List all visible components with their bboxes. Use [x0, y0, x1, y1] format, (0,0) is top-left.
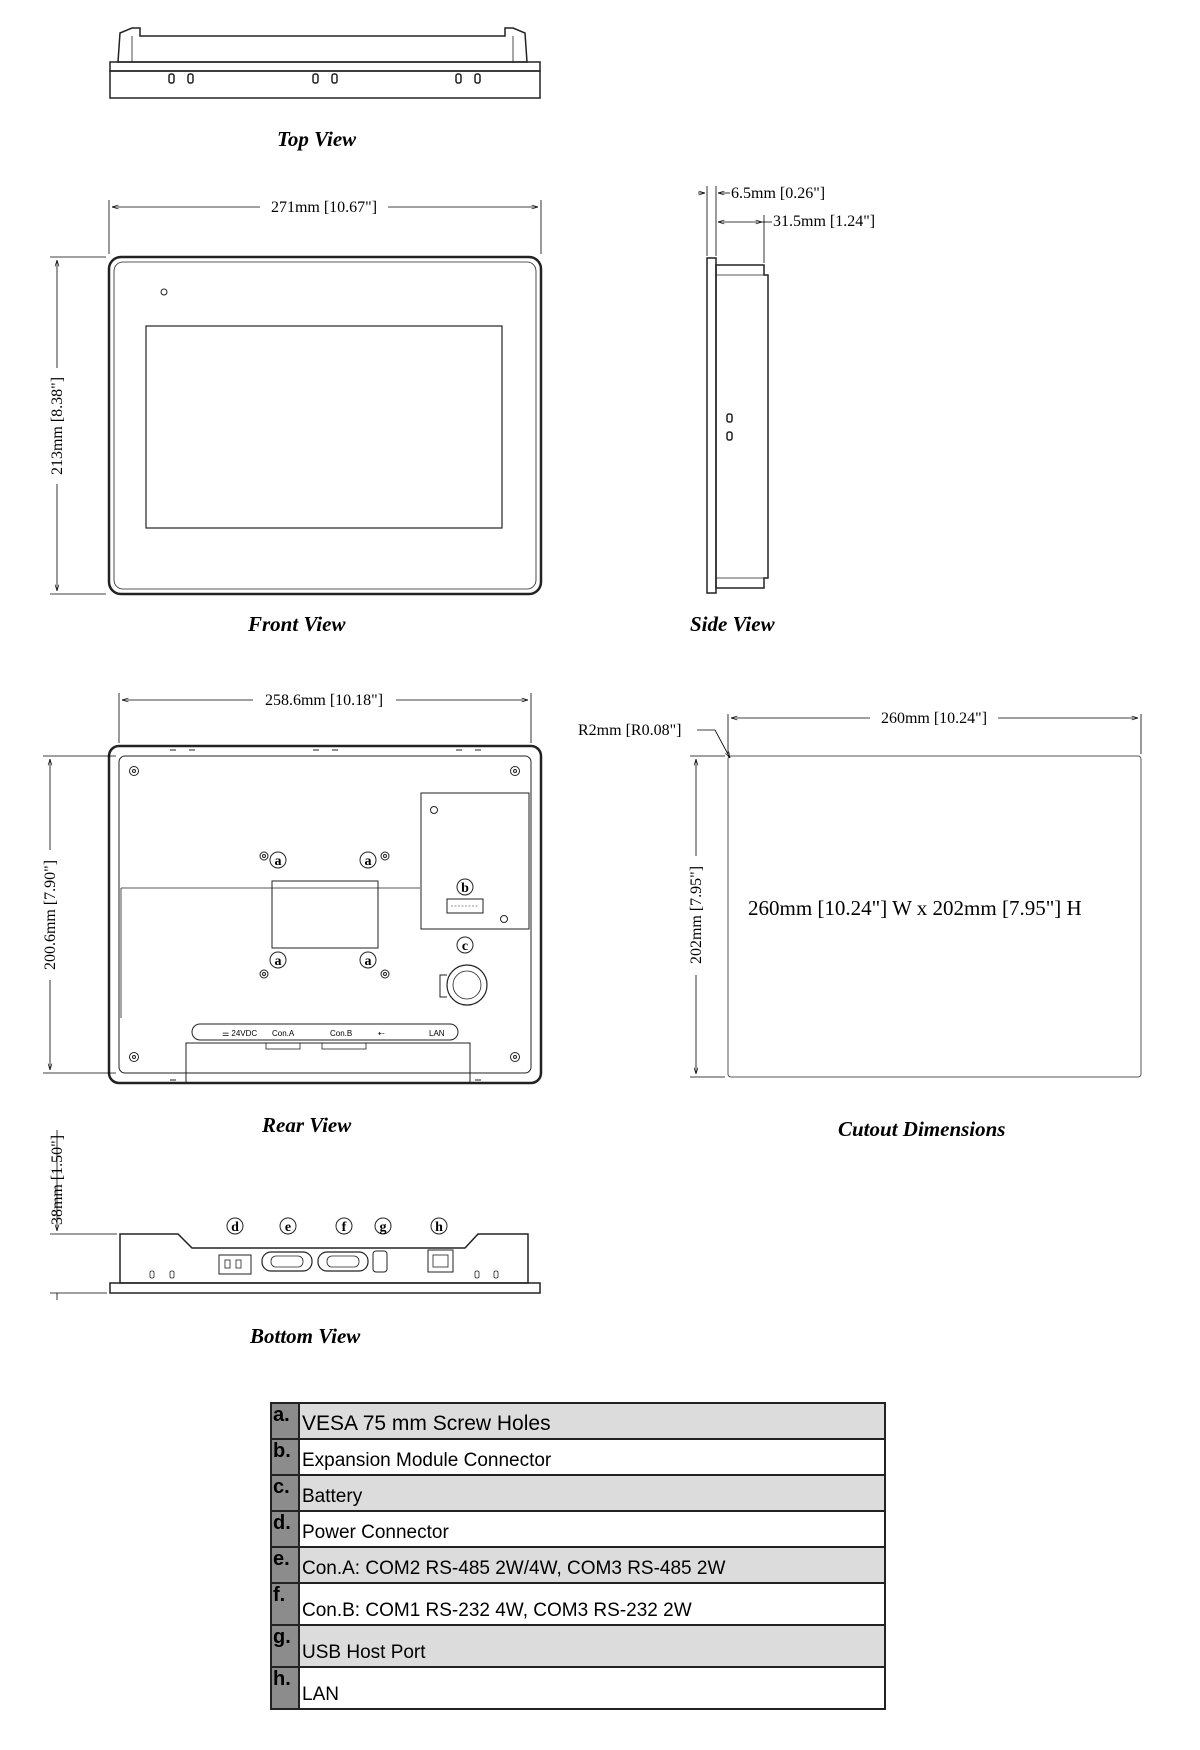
legend-text: Con.B: COM1 RS-232 4W, COM3 RS-232 2W — [298, 1582, 886, 1626]
legend-key: h. — [270, 1666, 300, 1710]
cutout-size-label: 260mm [10.24"] W x 202mm [7.95"] H — [748, 896, 1082, 920]
legend-row: e.Con.A: COM2 RS-485 2W/4W, COM3 RS-485 … — [270, 1546, 886, 1584]
cutout-height-label: 202mm [7.95"] — [688, 866, 705, 964]
legend-row: f.Con.B: COM1 RS-232 4W, COM3 RS-232 2W — [270, 1582, 886, 1626]
front-width-dimension — [108, 200, 542, 254]
legend-row: c.Battery — [270, 1474, 886, 1512]
legend-row: d.Power Connector — [270, 1510, 886, 1548]
front-view-drawing — [107, 255, 543, 596]
bottom-height-label: 38mm [1.50"] — [49, 1135, 66, 1225]
front-height-label: 213mm [8.38"] — [49, 377, 66, 475]
cutout-title: Cutout Dimensions — [838, 1117, 1006, 1141]
rear-power-label: ⚌ 24VDC — [222, 1029, 257, 1038]
front-height-dimension — [50, 256, 106, 595]
top-view-drawing — [109, 27, 541, 99]
side-depth-dimensions — [698, 186, 772, 263]
rear-lan-label: LAN — [429, 1029, 445, 1038]
rear-con-a-label: Con.A — [272, 1029, 295, 1038]
marker-d: d — [231, 1220, 239, 1235]
legend-text: LAN — [298, 1666, 886, 1710]
bottom-height-dimension — [50, 1130, 117, 1300]
marker-f: f — [342, 1220, 347, 1235]
rear-usb-label: ⇠ — [378, 1029, 385, 1038]
legend-key: a. — [270, 1402, 300, 1440]
marker-h: h — [435, 1220, 443, 1235]
cutout-radius-label: R2mm [R0.08"] — [578, 722, 681, 739]
rear-view-drawing — [107, 744, 543, 1085]
bottom-view-title: Bottom View — [250, 1324, 361, 1348]
legend-text: VESA 75 mm Screw Holes — [298, 1402, 886, 1440]
cutout-outline — [727, 755, 1142, 1078]
side-depth-small-label: 6.5mm [0.26"] — [731, 185, 825, 202]
cutout-width-label: 260mm [10.24"] — [881, 710, 987, 727]
cutout-dimensions-lines — [690, 714, 1142, 1078]
marker-a-4: a — [365, 954, 372, 969]
marker-g: g — [380, 1220, 387, 1235]
legend-table: a.VESA 75 mm Screw Holes b.Expansion Mod… — [270, 1402, 886, 1710]
bottom-view-drawing — [109, 1233, 541, 1294]
marker-b: b — [461, 881, 469, 896]
top-view-title: Top View — [277, 127, 357, 151]
marker-a-3: a — [275, 954, 282, 969]
rear-view-title: Rear View — [262, 1113, 352, 1137]
legend-text: Con.A: COM2 RS-485 2W/4W, COM3 RS-485 2W — [298, 1546, 886, 1584]
legend-text: USB Host Port — [298, 1624, 886, 1668]
legend-row: a.VESA 75 mm Screw Holes — [270, 1402, 886, 1440]
rear-height-label: 200.6mm [7.90"] — [42, 860, 59, 970]
rear-con-b-label: Con.B — [330, 1029, 352, 1038]
rear-width-label: 258.6mm [10.18"] — [265, 692, 383, 709]
legend-text: Expansion Module Connector — [298, 1438, 886, 1476]
legend-text: Battery — [298, 1474, 886, 1512]
marker-c: c — [462, 939, 468, 954]
legend-row: b.Expansion Module Connector — [270, 1438, 886, 1476]
side-depth-large-label: 31.5mm [1.24"] — [773, 213, 875, 230]
legend-key: b. — [270, 1438, 300, 1476]
marker-e: e — [285, 1220, 291, 1235]
marker-a-1: a — [275, 854, 282, 869]
marker-a-2: a — [365, 854, 372, 869]
legend-text: Power Connector — [298, 1510, 886, 1548]
bottom-markers — [226, 1217, 448, 1235]
side-view-drawing — [706, 257, 769, 594]
legend-key: d. — [270, 1510, 300, 1548]
legend-key: e. — [270, 1546, 300, 1584]
rear-height-dimension — [43, 755, 116, 1074]
legend-key: f. — [270, 1582, 300, 1626]
rear-markers — [269, 851, 474, 969]
legend-key: g. — [270, 1624, 300, 1668]
legend-key: c. — [270, 1474, 300, 1512]
front-view-title: Front View — [248, 612, 346, 636]
front-width-label: 271mm [10.67"] — [271, 199, 377, 216]
rear-width-dimension — [118, 693, 532, 743]
legend-row: g.USB Host Port — [270, 1624, 886, 1668]
legend-row: h.LAN — [270, 1666, 886, 1710]
side-view-title: Side View — [690, 612, 775, 636]
